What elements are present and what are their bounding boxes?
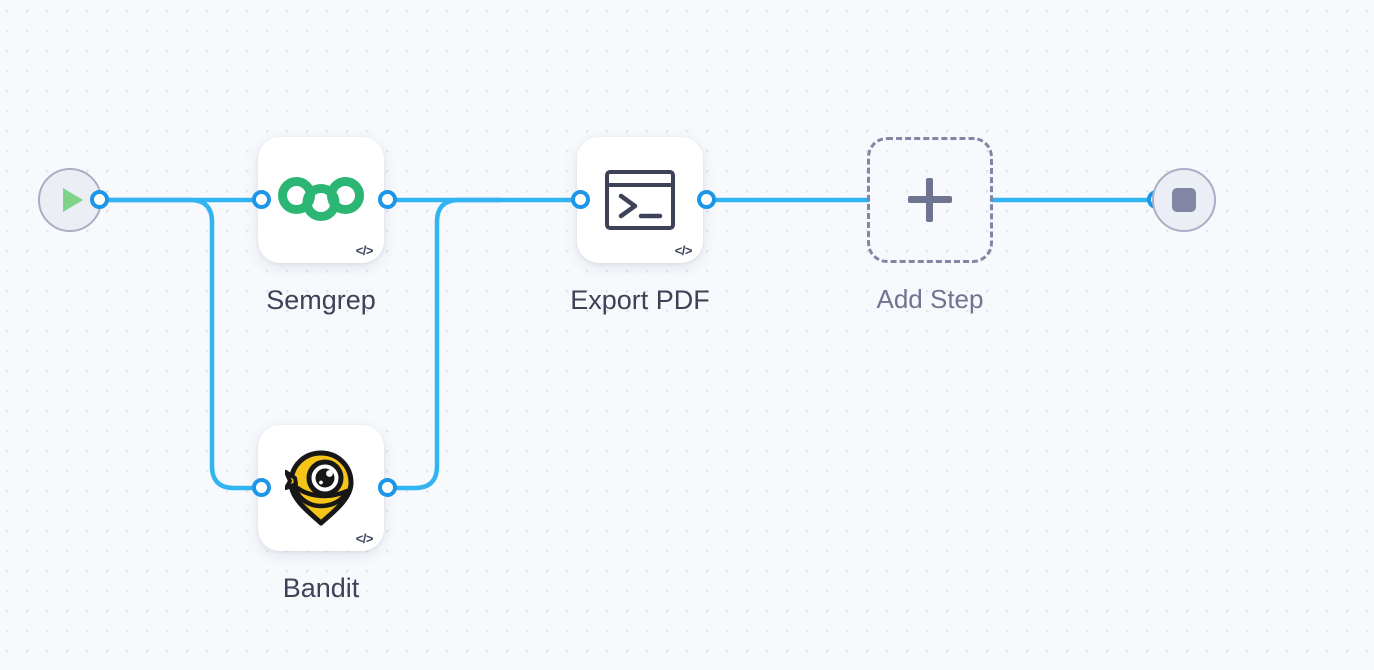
step-node-bandit-label: Bandit [282, 573, 360, 603]
export-pdf-output-port[interactable] [697, 190, 716, 209]
code-badge-icon: </> [674, 243, 693, 258]
export-pdf-card[interactable]: </> [577, 137, 703, 263]
semgrep-output-port[interactable] [378, 190, 397, 209]
semgrep-logo-icon [278, 177, 364, 221]
edge-start-to-bandit [97, 197, 262, 491]
edge-bandit-to-export-pdf [384, 197, 503, 491]
step-node-bandit[interactable]: </> [258, 425, 384, 551]
step-node-semgrep-label: Semgrep [266, 285, 376, 315]
code-badge-icon: </> [355, 243, 374, 258]
semgrep-input-port[interactable] [252, 190, 271, 209]
stop-icon [1172, 188, 1196, 212]
end-node-circle[interactable] [1152, 168, 1216, 232]
start-node-output-port[interactable] [90, 190, 109, 209]
export-pdf-input-port[interactable] [571, 190, 590, 209]
add-step-dashed-box[interactable] [867, 137, 993, 263]
step-node-semgrep[interactable]: </> [258, 137, 384, 263]
end-node[interactable] [1152, 168, 1216, 232]
semgrep-card[interactable]: </> [258, 137, 384, 263]
play-icon [63, 188, 83, 212]
bandit-card[interactable]: </> [258, 425, 384, 551]
code-badge-icon: </> [355, 531, 374, 546]
add-step-node[interactable] [867, 137, 993, 263]
bandit-logo-icon [285, 450, 354, 526]
bandit-input-port[interactable] [252, 478, 271, 497]
step-node-export-pdf-label: Export PDF [570, 285, 710, 315]
step-node-export-pdf[interactable]: </> [577, 137, 703, 263]
add-step-node-label: Add Step [876, 284, 984, 314]
bandit-output-port[interactable] [378, 478, 397, 497]
terminal-icon [605, 170, 675, 230]
plus-icon [908, 178, 952, 222]
